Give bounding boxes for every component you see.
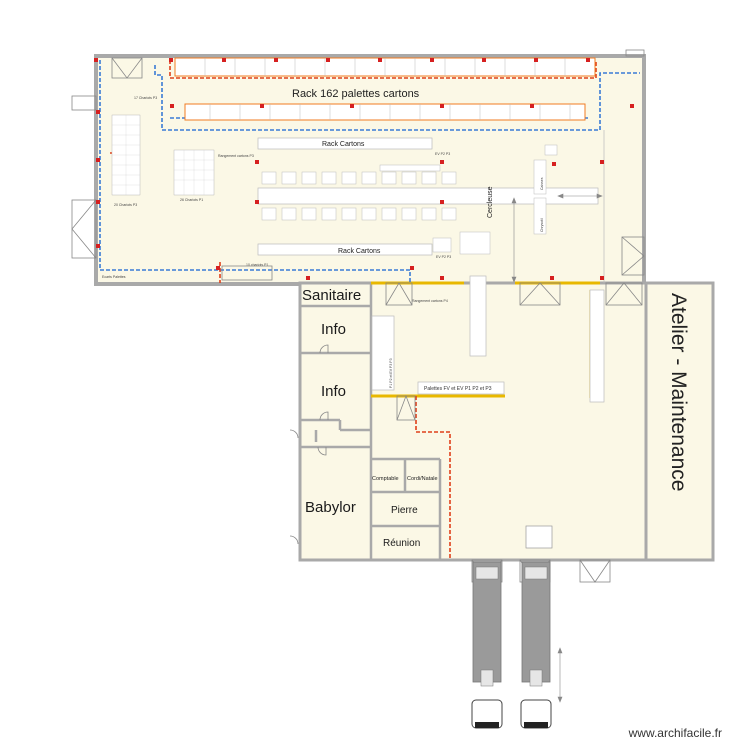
office-walls xyxy=(300,283,442,560)
info-1-label: Info xyxy=(321,321,346,338)
chariots-17-label: 17 Chariots P3 xyxy=(134,96,157,100)
caisses-label: Caisses xyxy=(540,177,544,190)
rack-cartons-1 xyxy=(257,137,433,150)
chariot-grid-lines xyxy=(112,115,214,195)
babylor-label: Babylor xyxy=(305,499,356,516)
rangement-2-label: Rangement cartons P4 xyxy=(412,299,448,303)
rack-cartons-2 xyxy=(257,243,433,256)
p3-column-rack xyxy=(371,315,395,391)
atelier-label: Atelier - Maintenance xyxy=(667,293,690,491)
chariots-20-label: 20 Chariots P3 xyxy=(114,203,137,207)
table-bottom xyxy=(525,525,553,549)
workbench-row xyxy=(257,187,599,205)
ecarts-palettes-label: Ecarts Palettes xyxy=(102,275,126,279)
rangement-label: Rangement cartons P3 xyxy=(218,154,254,158)
watermark: www.archifacile.fr xyxy=(628,726,722,740)
chrysotil-unit xyxy=(533,197,547,235)
rack-162-label: Rack 162 palettes cartons xyxy=(292,88,420,100)
dimension-arrows xyxy=(511,193,603,703)
truck-left xyxy=(471,561,503,729)
p3-column-label: P1 P2 et EV P3 P3 xyxy=(389,358,393,388)
rack-cartons-2-label: Rack Cartons xyxy=(338,248,381,255)
sanitaire-label: Sanitaire xyxy=(302,287,361,304)
palettes-fv-label: Palettes FV et EV P1 P2 et P3 xyxy=(424,386,492,392)
rack-cartons-1-label: Rack Cartons xyxy=(322,141,365,148)
reunion-label: Réunion xyxy=(383,538,420,549)
rack-dividers xyxy=(204,58,571,120)
pillars xyxy=(94,58,634,280)
coordinatrice-label: Cordi/Natale xyxy=(407,476,438,482)
caisses-unit xyxy=(533,159,547,195)
truck-right xyxy=(520,561,552,729)
chariots-26-label: 26 Chariots P1 xyxy=(180,198,203,202)
comptable-label: Comptable xyxy=(372,476,399,482)
ev-p2-p3-top-label: EV P2 P3 xyxy=(435,152,450,156)
caisse-top xyxy=(544,144,558,156)
info-2-label: Info xyxy=(321,383,346,400)
chrysotil-label: Chrysotil xyxy=(540,218,544,232)
office-doors xyxy=(289,344,329,545)
palettes-row xyxy=(417,381,505,395)
atelier-floor xyxy=(644,281,715,562)
pierre-label: Pierre xyxy=(391,505,418,516)
workstations xyxy=(261,164,491,255)
chariots-10-label: 10 chariots P1 xyxy=(246,263,268,267)
lower-corridor xyxy=(469,275,487,357)
rack-162 xyxy=(184,103,586,121)
ev-p2-p3-bottom-label: EV P2 P3 xyxy=(436,255,451,259)
cercleuse-label: Cercleuse xyxy=(487,186,494,218)
atelier-side-rack xyxy=(589,289,605,403)
